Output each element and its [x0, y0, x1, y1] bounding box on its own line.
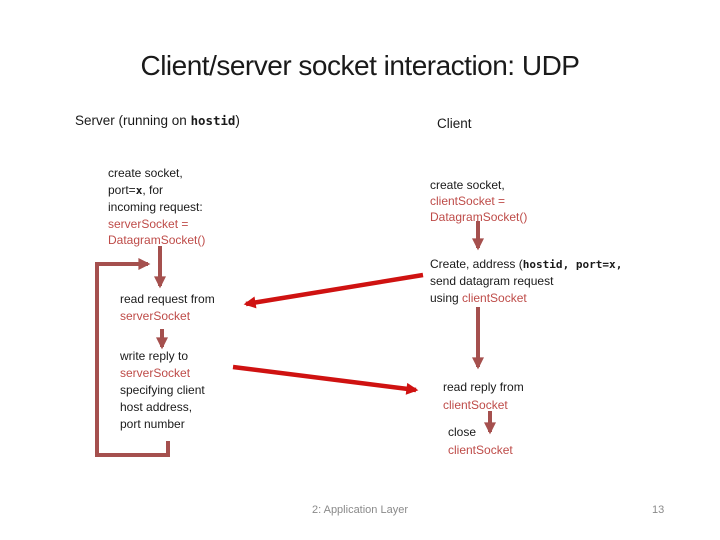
- text-segment: Create, address (: [430, 257, 523, 271]
- text-line: Create, address (hostid, port=x,: [430, 256, 622, 273]
- footer-page-number: 13: [652, 504, 665, 516]
- text-line: incoming request:: [108, 200, 203, 214]
- code-line: clientSocket: [443, 397, 508, 412]
- text-line: using clientSocket: [430, 290, 622, 307]
- text-segment-mono: hostid, port=x,: [522, 258, 623, 271]
- footer-section-label: 2: Application Layer: [311, 504, 408, 516]
- code-line: clientSocket =: [430, 194, 506, 208]
- text-segment: , for: [142, 182, 164, 197]
- server-heading-suffix: ): [235, 113, 240, 128]
- text-line: read reply from: [443, 380, 524, 394]
- code-line: clientSocket: [448, 442, 513, 457]
- server-heading-hostid: hostid: [190, 113, 236, 128]
- server-step-read-request: read request from serverSocket: [120, 291, 215, 325]
- client-step-create-socket: create socket, clientSocket = DatagramSo…: [430, 177, 527, 225]
- slide-title: Client/server socket interaction: UDP: [140, 50, 580, 81]
- text-line: specifying client: [120, 383, 205, 397]
- code-line: serverSocket =: [108, 216, 189, 231]
- code-line: serverSocket: [120, 366, 191, 380]
- server-heading-prefix: Server (running on: [75, 113, 191, 128]
- reply-message-arrow: [232, 364, 419, 395]
- text-segment-code: clientSocket: [462, 291, 527, 305]
- request-message-arrow: [243, 272, 424, 309]
- code-line: DatagramSocket(): [108, 233, 206, 247]
- text-segment: using: [430, 291, 463, 305]
- text-segment: port=: [108, 182, 136, 197]
- text-line: port number: [120, 417, 185, 431]
- client-step-send-datagram: Create, address (hostid, port=x, send da…: [430, 256, 622, 307]
- client-column-heading: Client: [437, 116, 472, 131]
- text-segment-mono: x: [135, 183, 143, 197]
- text-line: send datagram request: [430, 274, 554, 288]
- code-line: serverSocket: [120, 309, 191, 323]
- server-step-create-socket: create socket, port=x, for incoming requ…: [108, 165, 205, 249]
- text-line: host address,: [120, 400, 193, 414]
- code-line: DatagramSocket(): [430, 210, 528, 224]
- text-line: port=x, for: [108, 182, 205, 200]
- text-line: close: [448, 425, 477, 439]
- server-step-write-reply: write reply to serverSocket specifying c…: [120, 348, 205, 433]
- client-step-close: close clientSocket: [448, 424, 513, 459]
- text-line: write reply to: [120, 349, 189, 363]
- text-line: create socket,: [108, 166, 183, 180]
- server-column-heading: Server (running on hostid): [75, 113, 240, 128]
- client-step-read-reply: read reply from clientSocket: [443, 379, 524, 414]
- text-line: create socket,: [430, 178, 505, 192]
- text-line: read request from: [120, 292, 215, 306]
